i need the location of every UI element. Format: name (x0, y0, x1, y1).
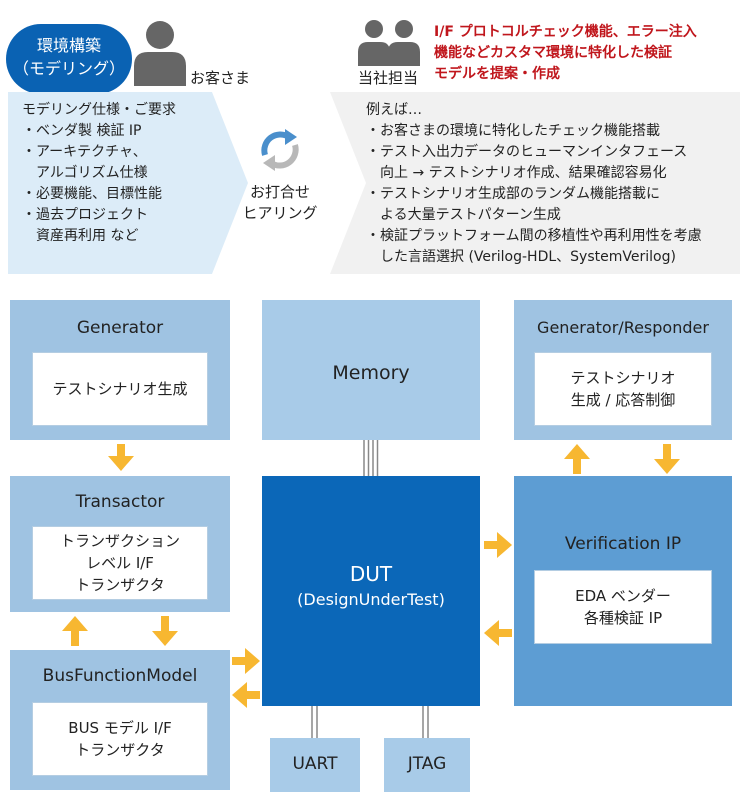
requirement-item: ・過去プロジェクト (22, 207, 148, 223)
arrow-vip-to-generator-responder (564, 444, 590, 474)
arrow-vip-to-dut (484, 620, 512, 646)
generator-title: Generator (76, 318, 164, 338)
requirement-item: ・ベンダ製 検証 IP (22, 123, 142, 139)
environment-building-badge: 環境構築 （モデリング） (6, 24, 132, 94)
arrow-dut-to-vip (484, 532, 512, 558)
vip-title: Verification IP (564, 534, 682, 554)
arrow-bfm-to-dut (232, 648, 260, 674)
example-item: よる大量テストパターン生成 (366, 207, 561, 223)
verification-ip-block: Verification IP EDA ベンダー 各種検証 IP (514, 476, 732, 706)
memory-block: Memory (262, 300, 480, 440)
bfm-inner-line: BUS モデル I/F (68, 719, 172, 737)
staff-people-icon (358, 20, 420, 66)
example-item: した言語選択 (Verilog-HDL、SystemVerilog) (366, 249, 676, 265)
example-item: ・検証プラットフォーム間の移植性や再利用性を考慮 (366, 228, 702, 244)
requirement-item: 資産再利用 など (22, 228, 139, 244)
proposal-text: I/F プロトコルチェック機能、エラー注入 機能などカスタマ環境に特化した検証 … (434, 22, 697, 85)
arrow-transactor-to-bfm (152, 616, 178, 646)
requirement-item: ・必要機能、目標性能 (22, 186, 162, 202)
generator-inner: テストシナリオ生成 (32, 352, 208, 426)
dut-block: DUT (DesignUnderTest) (262, 476, 480, 706)
dut-uart-lines (311, 706, 318, 738)
transactor-inner-line: トランザクタ (75, 576, 165, 594)
example-item: 向上 → テストシナリオ作成、結果確認容易化 (366, 165, 667, 181)
examples-panel: 例えば… ・お客さまの環境に特化したチェック機能搭載 ・テスト入出力データのヒュ… (366, 100, 736, 268)
transactor-inner-line: レベル I/F (86, 554, 154, 572)
uart-block: UART (270, 738, 360, 792)
memory-dut-bus-lines (363, 440, 379, 476)
requirement-item: アルゴリズム仕様 (22, 165, 148, 181)
examples-heading: 例えば… (366, 102, 422, 118)
requirements-panel: モデリング仕様・ご要求 ・ベンダ製 検証 IP ・アーキテクチャ、 アルゴリズム… (22, 100, 232, 247)
arrow-generator-responder-to-vip (654, 444, 680, 474)
customer-label: お客さま (190, 69, 251, 87)
badge-line1: 環境構築 (36, 36, 101, 55)
dut-subtitle: (DesignUnderTest) (297, 590, 445, 609)
gen-resp-title: Generator/Responder (537, 318, 709, 337)
arrow-bfm-to-transactor (62, 616, 88, 646)
example-item: ・テストシナリオ生成部のランダム機能搭載に (366, 186, 660, 202)
requirements-panel-bg (8, 92, 248, 274)
proposal-panel-bg (330, 92, 740, 274)
requirements-heading: モデリング仕様・ご要求 (22, 102, 176, 118)
generator-block: Generator テストシナリオ生成 (10, 300, 230, 440)
bus-function-model-block: BusFunctionModel BUS モデル I/F トランザクタ (10, 650, 230, 790)
generator-responder-block: Generator/Responder テストシナリオ 生成 / 応答制御 (514, 300, 732, 440)
gen-resp-inner: テストシナリオ 生成 / 応答制御 (534, 352, 712, 426)
meeting-label: お打合せ ヒアリング (240, 182, 320, 224)
arrow-generator-to-transactor (108, 444, 134, 471)
jtag-title: JTAG (407, 754, 447, 774)
staff-label: 当社担当 (358, 69, 419, 87)
badge-line2: （モデリング） (12, 59, 125, 78)
proposal-line: 機能などカスタマ環境に特化した検証 (434, 45, 672, 61)
meeting-line1: お打合せ (249, 183, 310, 201)
dut-title: DUT (349, 562, 393, 586)
example-item: ・お客さまの環境に特化したチェック機能搭載 (366, 123, 660, 139)
uart-title: UART (292, 754, 338, 774)
proposal-line: モデルを提案・作成 (434, 66, 560, 82)
proposal-line: I/F プロトコルチェック機能、エラー注入 (434, 24, 697, 40)
meeting-line2: ヒアリング (242, 204, 318, 222)
dut-jtag-lines (422, 706, 429, 738)
transactor-inner-line: トランザクション (59, 532, 180, 550)
transactor-title: Transactor (75, 492, 165, 512)
cycle-arrows-icon (261, 129, 299, 171)
example-item: ・テスト入出力データのヒューマンインタフェース (366, 144, 688, 160)
transactor-inner: トランザクション レベル I/F トランザクタ (32, 526, 208, 600)
vip-inner-line: 各種検証 IP (583, 609, 663, 627)
vip-inner-line: EDA ベンダー (575, 587, 671, 605)
customer-person-icon (134, 21, 186, 86)
vip-inner: EDA ベンダー 各種検証 IP (534, 570, 712, 644)
memory-title: Memory (332, 362, 410, 384)
transactor-block: Transactor トランザクション レベル I/F トランザクタ (10, 476, 230, 612)
gen-resp-inner-line: 生成 / 応答制御 (570, 391, 676, 409)
bfm-inner-line: トランザクタ (75, 741, 165, 759)
arrow-dut-to-bfm (232, 682, 260, 708)
requirement-item: ・アーキテクチャ、 (22, 144, 147, 160)
bfm-title: BusFunctionModel (42, 666, 198, 686)
jtag-block: JTAG (384, 738, 470, 792)
gen-resp-inner-line: テストシナリオ (570, 369, 676, 387)
bfm-inner: BUS モデル I/F トランザクタ (32, 702, 208, 776)
